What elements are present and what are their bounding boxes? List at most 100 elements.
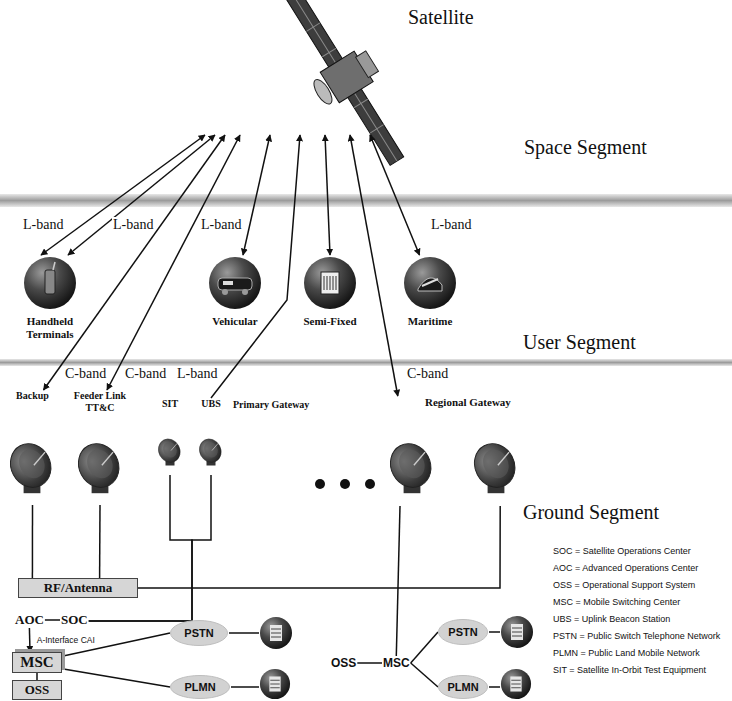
band-label: L-band (200, 217, 242, 233)
connector (396, 506, 400, 656)
segment-label: Space Segment (523, 136, 648, 159)
abbreviation-note: SIT = Satellite In-Orbit Test Equipment (552, 665, 707, 675)
abbreviation-note: AOC = Advanced Operations Center (552, 563, 699, 573)
terminal-label: Maritime (408, 315, 453, 328)
gateway-node: Backup (5, 390, 60, 505)
band-label: C-band (64, 366, 107, 382)
connector (99, 505, 101, 578)
connector (370, 135, 420, 255)
terminal-label: Semi-Fixed (303, 315, 356, 328)
gateway-node: Regional Gateway (385, 396, 545, 506)
band-label: L-band (22, 217, 64, 233)
ellipse-shape (439, 620, 488, 645)
abbreviation-note: PLMN = Public Land Mobile Network (552, 648, 701, 658)
connector (411, 663, 438, 687)
connector (411, 632, 438, 663)
band-label: C-band (406, 366, 449, 382)
sit-dish (154, 435, 184, 466)
gateway-label: Feeder Link TT&C (65, 390, 135, 413)
process-box: OSS (330, 656, 357, 670)
process-box: OSS (12, 680, 62, 700)
plain-label: MSC (383, 656, 410, 670)
abbreviation-note: MSC = Mobile Switching Center (552, 597, 681, 607)
connector (357, 662, 382, 664)
terminal-label: Vehicular (212, 315, 257, 328)
connector (36, 673, 38, 680)
network-ellipse: PLMN (438, 675, 488, 699)
wire (489, 631, 500, 633)
plain-label: AOC (15, 612, 44, 628)
network-label: PLMN (184, 681, 215, 693)
network-ellipse: PSTN (438, 619, 488, 645)
terminal-node: Handheld Terminals (5, 255, 95, 340)
satellite-node: Satellite (200, 0, 400, 135)
network-ellipse: PLMN (170, 675, 230, 699)
terminal-label: Handheld Terminals (5, 315, 95, 340)
band-label: L-band (112, 217, 154, 233)
plain-label: OSS (331, 656, 356, 670)
ellipse-shape (171, 676, 230, 699)
wire (231, 686, 259, 688)
abbreviation-note: SOC = Satellite Operations Center (552, 546, 692, 556)
ellipse-shape (171, 621, 228, 646)
backup-dish (3, 437, 59, 495)
terminal-icon (302, 255, 358, 311)
gateway-label: UBS (197, 398, 225, 410)
gateway-node: UBS (197, 398, 225, 475)
gateway-label: SIT (155, 398, 185, 410)
gateway-label: Regional Gateway (385, 396, 545, 409)
connector (243, 135, 270, 255)
terminal-icon (402, 255, 458, 311)
process-box: MSC (382, 656, 411, 670)
telephone-icon (501, 669, 531, 699)
ellipsis-dot (365, 479, 375, 489)
abbreviation-note: OSS = Operational Support System (552, 580, 696, 590)
connector (89, 475, 211, 621)
network-label: PSTN (448, 626, 477, 638)
gateway-node: Feeder Link TT&C (65, 390, 135, 505)
network-label: PLMN (447, 681, 478, 693)
band-label: L-band (430, 217, 472, 233)
ellipsis-dot (315, 479, 325, 489)
box-label: MSC (16, 654, 58, 671)
telephone-icon (501, 616, 533, 648)
band-label: L-band (176, 366, 218, 382)
wire (489, 686, 500, 688)
connector (44, 135, 226, 390)
connector (138, 506, 500, 588)
connector (29, 628, 31, 652)
abbreviation-note: UBS = Uplink Beacon Station (552, 614, 671, 624)
satellite-label: Satellite (408, 6, 474, 29)
network-ellipse: PSTN (170, 620, 228, 646)
group-label: Primary Gateway (232, 399, 310, 410)
connector (41, 135, 205, 255)
gateway-label: Backup (5, 390, 60, 402)
ellipsis-dot (340, 479, 350, 489)
ellipse-shape (439, 676, 488, 699)
connector (62, 669, 170, 687)
segment-label: Ground Segment (522, 501, 660, 524)
gateway-dish (467, 437, 523, 495)
connector (350, 135, 398, 396)
process-box: SOC (60, 612, 89, 628)
network-label: PSTN (184, 627, 213, 639)
ubs-dish (195, 435, 225, 466)
box-label: RF/Antenna (22, 580, 134, 596)
terminal-node: Vehicular (195, 255, 275, 328)
telephone-icon (260, 669, 290, 699)
gateway-node: SIT (155, 398, 185, 475)
segment-band (0, 359, 732, 366)
terminal-icon (22, 255, 78, 311)
telephone-icon (260, 617, 292, 649)
gateway-dish (383, 437, 439, 495)
connector (45, 619, 60, 621)
terminal-node: Maritime (395, 255, 465, 328)
plain-label: SOC (61, 612, 88, 628)
connector (68, 135, 215, 255)
terminal-icon (207, 255, 263, 311)
feeder-dish (71, 437, 127, 495)
connector (325, 135, 330, 255)
wire (229, 632, 259, 634)
process-box: MSC (12, 652, 62, 673)
